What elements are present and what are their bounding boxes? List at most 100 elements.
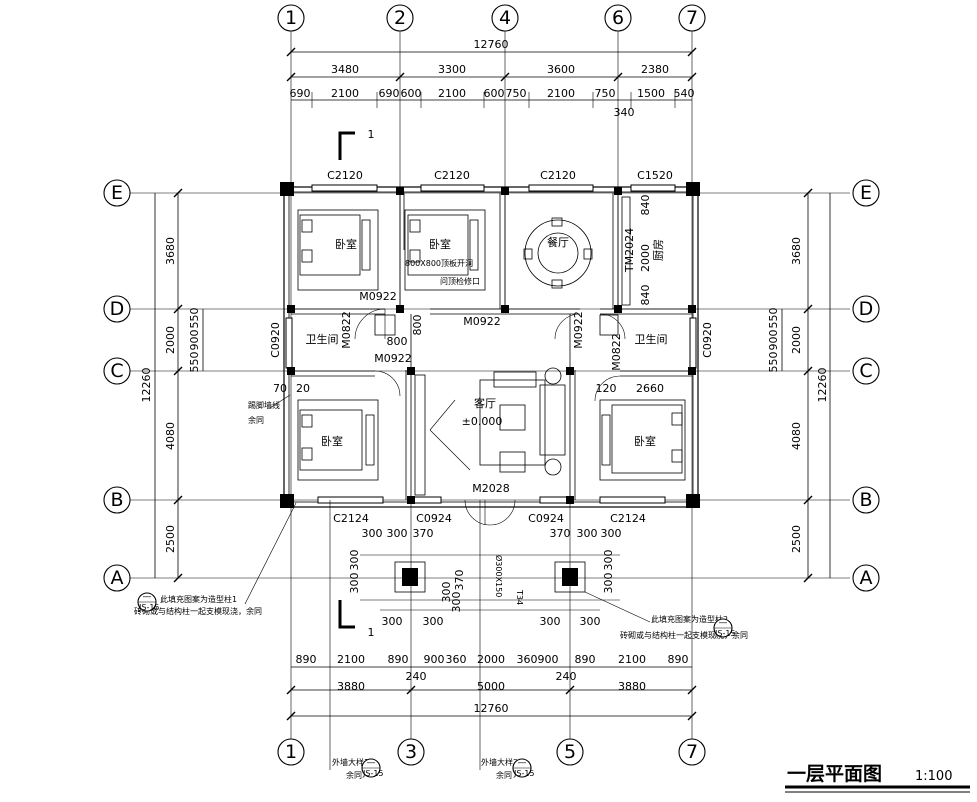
window-label: C2120	[327, 169, 363, 182]
detail-marker-dash: —	[143, 592, 152, 602]
dim-left-inner: 550	[188, 308, 201, 329]
window-label: C0924	[528, 512, 564, 525]
dim-right-mid: 2000	[790, 326, 803, 354]
note-detail1: 外墙大样1	[332, 757, 369, 767]
axis-label: C	[859, 360, 872, 382]
dim-top-row2: 750	[506, 87, 527, 100]
note-hatch: 800X800顶板开洞	[405, 258, 473, 268]
dim-left-mid: 2500	[164, 525, 177, 553]
porch-dim: 370	[413, 527, 434, 540]
room-dim: 20	[296, 382, 310, 395]
note-detail1b: 余同	[346, 770, 362, 780]
top-dimensions: 12760 3480 3300 3600 2380 690 2100 690 6…	[286, 38, 697, 119]
dim-top-row1: 3300	[438, 63, 466, 76]
annotations: 800X800顶板开洞 问顶检修口 踢脚墙线 余同 此填充图案为造型柱1 砖砌或…	[134, 258, 748, 780]
room-labels: 卧室 卧室 餐厅 厨房 卫生间 卫生间 客厅 ±0.000 卧室 卧室	[306, 235, 668, 448]
dim-right-mid: 3680	[790, 237, 803, 265]
room-label: 卫生间	[306, 332, 339, 346]
porch-dim: 300	[362, 527, 383, 540]
axis-label: E	[111, 182, 123, 204]
axis-bubbles-left: E D C B A	[103, 179, 131, 592]
room-label: 卧室	[634, 434, 656, 448]
note-col-size: Ø300X150	[494, 555, 504, 597]
section-mark: 1	[368, 626, 375, 639]
bed-bottom-right	[599, 399, 686, 481]
section-mark: 1	[368, 128, 375, 141]
misc-dim: 800	[387, 335, 408, 348]
door-label: M0922	[463, 315, 501, 328]
room-label: 卫生间	[635, 332, 668, 346]
dim-top-total: 12760	[474, 38, 509, 51]
room-label: 卧室	[429, 237, 451, 251]
note-step: T34	[515, 589, 524, 605]
dim-top-row2: 2100	[438, 87, 466, 100]
window-label: C1520	[637, 169, 673, 182]
porch-dim: 370	[453, 570, 466, 591]
axis-label: E	[860, 182, 872, 204]
porch-dim: 300	[577, 527, 598, 540]
room-label: 厨房	[652, 239, 665, 261]
right-dimensions: 12260 3680 2000 4080 2500 550 900 550	[767, 188, 831, 583]
porch-dim: 300	[580, 615, 601, 628]
dim-top-row2: 600	[484, 87, 505, 100]
window-label: C0920	[701, 322, 714, 358]
detail-marker-ref: JS-15	[138, 603, 160, 612]
dim-bottom-row2: 3880	[618, 680, 646, 693]
dim-right-mid: 2500	[790, 525, 803, 553]
dim-top-row2: 750	[595, 87, 616, 100]
porch-dim: 300	[348, 573, 361, 594]
dim-left-inner: 900	[188, 330, 201, 351]
kitchen-dim: 840	[639, 195, 652, 216]
dim-top-row1: 3480	[331, 63, 359, 76]
dim-left-inner: 550	[188, 352, 201, 373]
kitchen-dim: 2000	[639, 244, 652, 272]
detail-marker-ref: JS-15	[714, 629, 736, 638]
room-label: 客厅	[474, 396, 496, 410]
axis-bubbles-right: E D C B A	[852, 179, 880, 592]
note-col-left2: 砖砌或与结构柱一起支模现浇，余同	[134, 606, 262, 616]
detail-marker-ref: JS-15	[362, 769, 384, 778]
porch-dim: 300	[387, 527, 408, 540]
axis-bubbles-bottom: 1 3 5 7	[277, 738, 706, 766]
kitchen-dim: 840	[639, 285, 652, 306]
axis-label: A	[860, 567, 873, 589]
note-detail2b: 余同	[496, 770, 512, 780]
kitchen-counter	[621, 196, 631, 306]
dim-bottom-extra: 240	[406, 670, 427, 683]
detail-marker-dash: —	[719, 618, 728, 628]
porch-dim: 300	[348, 550, 361, 571]
axis-label: C	[110, 360, 123, 382]
room-label: 卧室	[321, 434, 343, 448]
note-detail2: 外墙大样2	[481, 757, 518, 767]
dim-right-mid: 4080	[790, 422, 803, 450]
dim-bottom-row1: 2100	[618, 653, 646, 666]
drawing-title: 一层平面图 1:100	[785, 763, 970, 793]
axis-label: 7	[686, 7, 698, 29]
dim-right-inner: 550	[767, 352, 780, 373]
axis-grid-lines	[130, 30, 850, 752]
axis-bubbles-top: 1 2 4 6 7	[277, 4, 706, 32]
room-dim: 70	[273, 382, 287, 395]
dim-bottom-total: 12760	[474, 702, 509, 715]
note-col-right: 此填充图案为造型柱2	[651, 614, 728, 624]
porch-dim: 300	[440, 582, 453, 603]
door-swings	[354, 308, 626, 526]
drawing-title-text: 一层平面图	[787, 763, 882, 785]
room-dim: 2660	[636, 382, 664, 395]
dim-left-mid: 2000	[164, 326, 177, 354]
dim-bottom-row1: 890	[296, 653, 317, 666]
axis-label: D	[859, 298, 874, 320]
porch-dim: 300	[382, 615, 403, 628]
bottom-dimensions: 890 2100 890 900 360 2000 360 900 890 21…	[286, 653, 697, 721]
dim-top-row2: 690	[290, 87, 311, 100]
porch-dim: 370	[550, 527, 571, 540]
dim-bottom-row2: 3880	[337, 680, 365, 693]
window-label: C2120	[434, 169, 470, 182]
window-label: C0920	[269, 322, 282, 358]
dim-left-mid: 4080	[164, 422, 177, 450]
door-label: M0822	[340, 311, 353, 349]
axis-label: D	[110, 298, 125, 320]
note-hatch2: 问顶检修口	[440, 276, 480, 286]
axis-label: 2	[394, 7, 406, 29]
